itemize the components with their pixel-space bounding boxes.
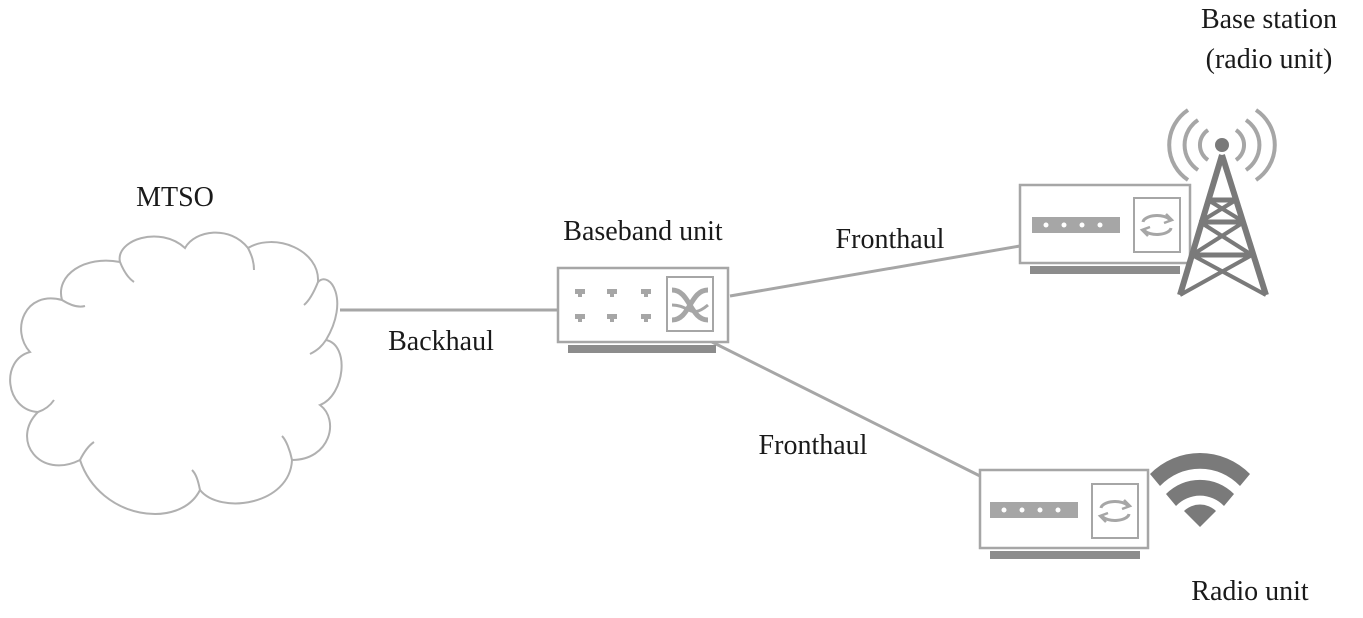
switch-icon [556, 266, 730, 353]
fronthaul-link-top [729, 244, 1021, 298]
radio-unit-label: Radio unit [1191, 576, 1309, 607]
base-station-radio-box [1018, 183, 1192, 274]
fronthaul-link-bottom [711, 340, 981, 478]
fronthaul-bottom-label: Fronthaul [758, 430, 868, 461]
radio-unit-box [978, 468, 1150, 559]
base-station-sublabel: (radio unit) [1205, 44, 1333, 75]
mtso-label: MTSO [136, 182, 214, 213]
wifi-icon [1150, 452, 1250, 527]
cell-tower-icon [1167, 108, 1277, 297]
baseband-unit-label: Baseband unit [563, 216, 723, 247]
fronthaul-top-label: Fronthaul [835, 224, 945, 255]
backhaul-label: Backhaul [388, 326, 494, 357]
cloud-icon [9, 231, 343, 515]
base-station-label: Base station [1200, 4, 1338, 35]
